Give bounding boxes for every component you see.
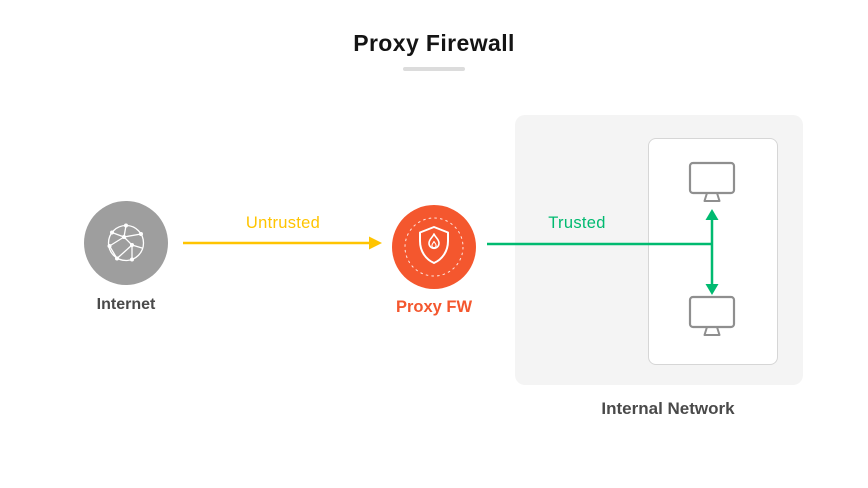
proxy-fw-label: Proxy FW [395, 298, 473, 316]
monitor-icon [688, 161, 736, 202]
internet-label: Internet [96, 296, 156, 313]
shield-flame-icon [404, 217, 464, 277]
globe-network-icon [107, 223, 145, 262]
diagram-title: Proxy Firewall [353, 30, 515, 56]
internet-node [84, 201, 168, 285]
internal-network-label: Internal Network [601, 399, 735, 418]
trusted-line [487, 242, 713, 246]
untrusted-arrow [183, 236, 382, 250]
untrusted-edge-label: Untrusted [245, 214, 321, 232]
bidirectional-arrow-icon [705, 209, 719, 295]
trusted-edge-label: Trusted [548, 214, 606, 232]
title-underline [403, 67, 465, 71]
monitor-icon [688, 295, 736, 336]
proxy-fw-node [392, 205, 476, 289]
